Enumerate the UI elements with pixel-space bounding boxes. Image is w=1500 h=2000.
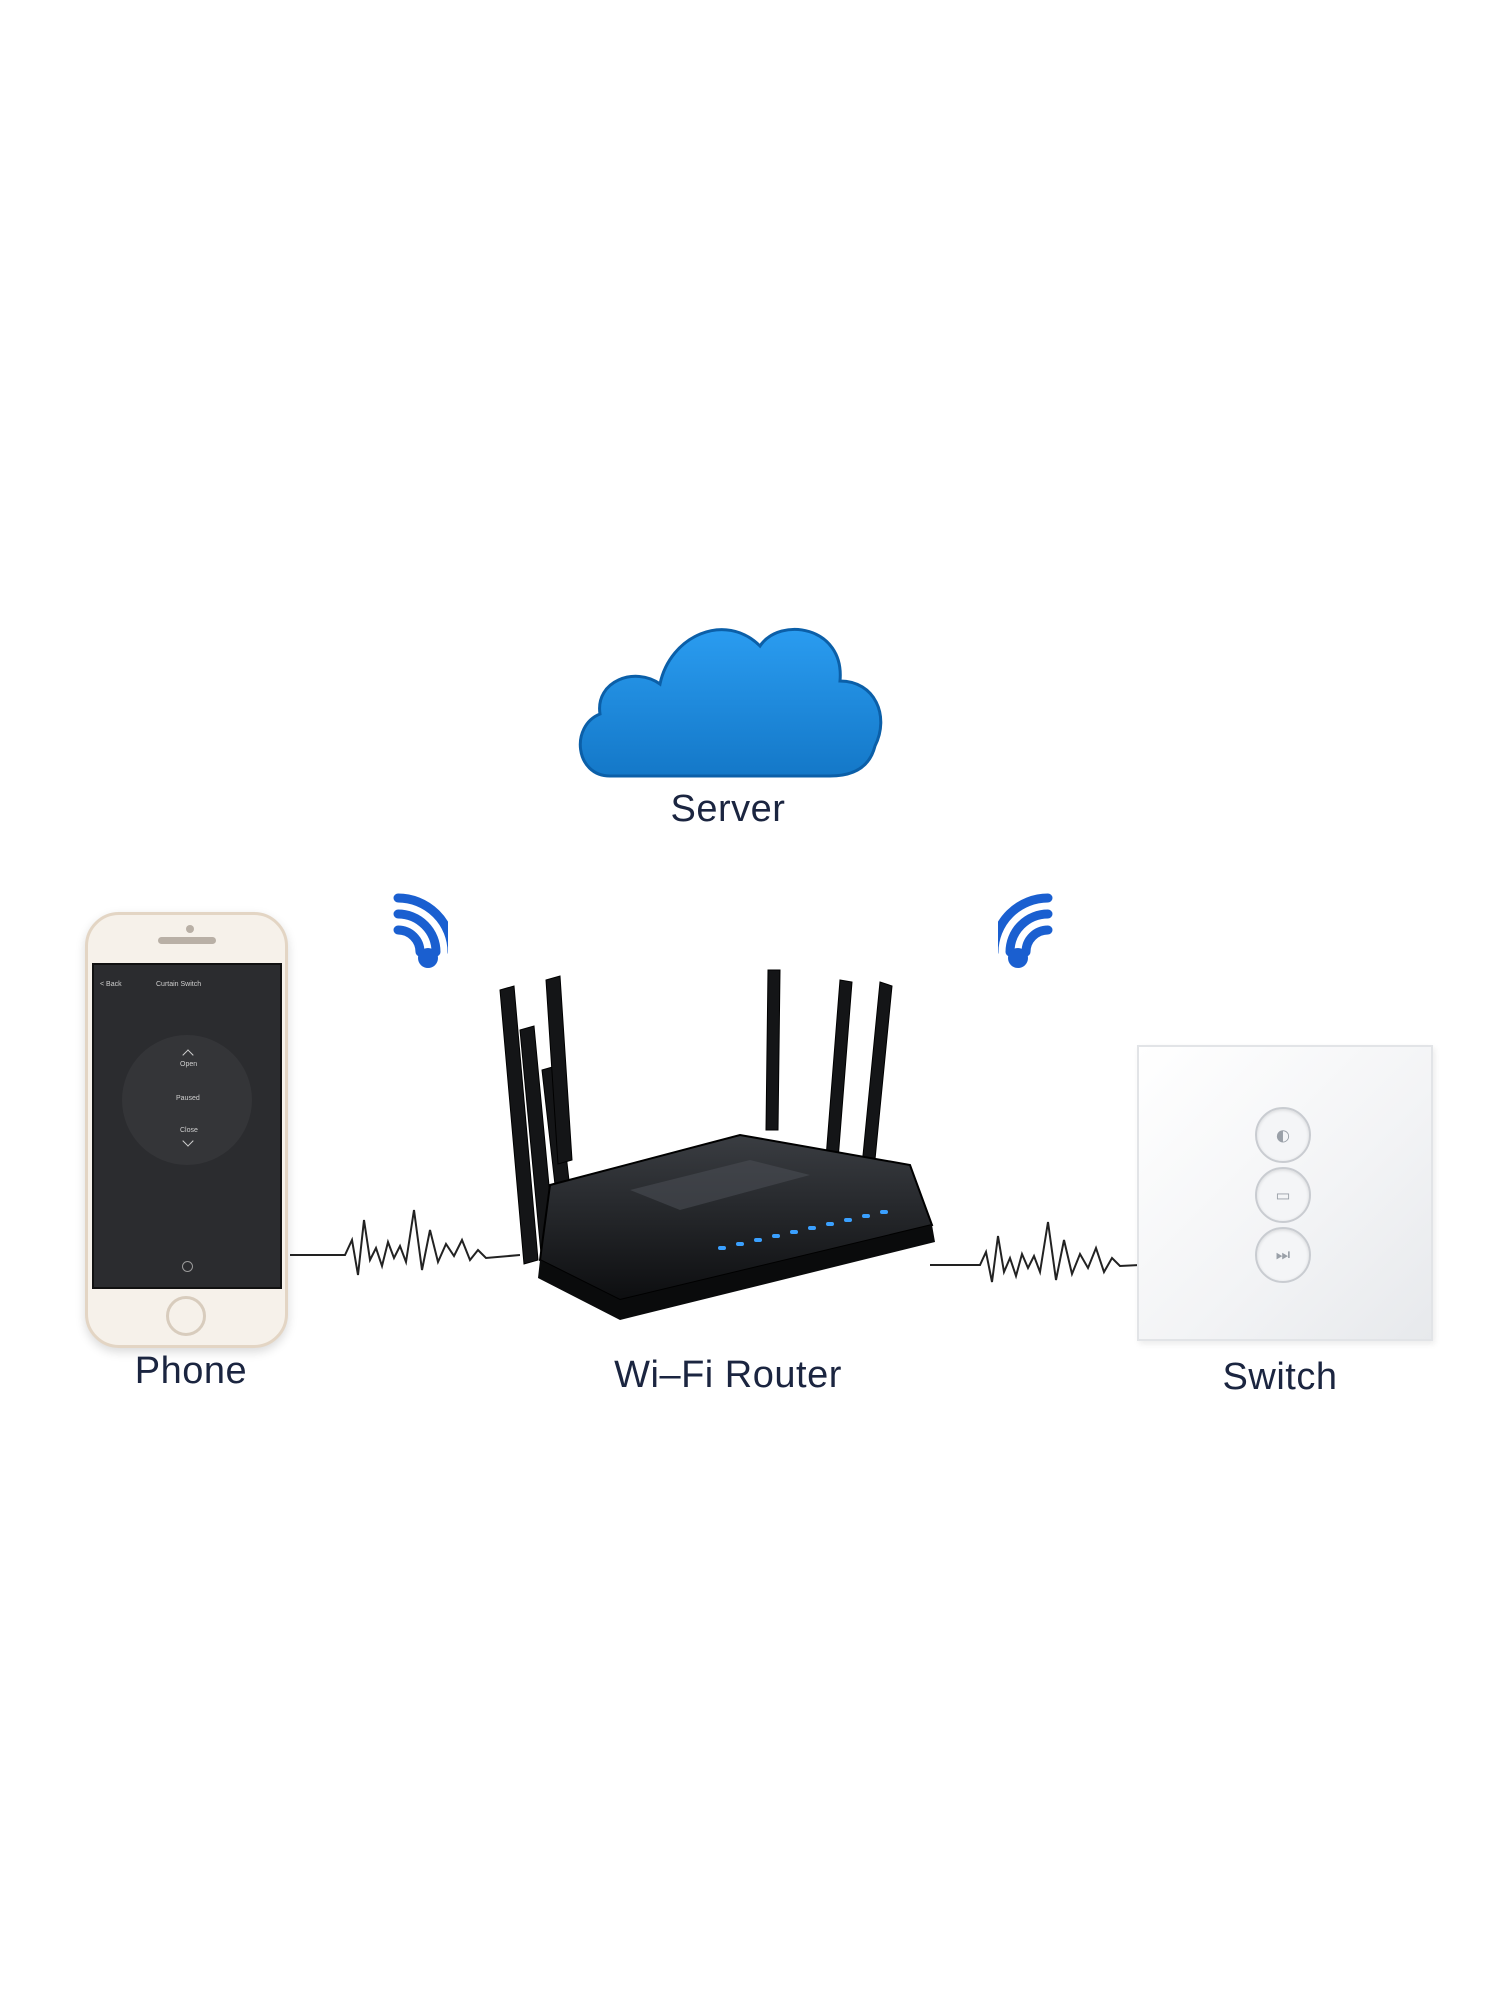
wifi-signal-icon-left bbox=[393, 893, 448, 968]
close-icon: ⏭ bbox=[1275, 1245, 1291, 1264]
phone-open-label: Open bbox=[180, 1061, 198, 1068]
smart-switch-panel: ◐ ▭ ⏭ bbox=[1137, 1045, 1433, 1341]
curtain-control-dial bbox=[122, 1035, 252, 1165]
phone-device: < Back Curtain Switch Open Paused Close bbox=[85, 912, 288, 1348]
phone-close-label: Close bbox=[180, 1127, 198, 1134]
phone-back-link: < Back bbox=[100, 981, 122, 988]
phone-screen-title: Curtain Switch bbox=[156, 981, 202, 988]
switch-open-button: ◐ bbox=[1255, 1107, 1311, 1163]
router-label: Wi–Fi Router bbox=[614, 1354, 842, 1396]
server-label: Server bbox=[670, 788, 786, 830]
phone-camera bbox=[186, 925, 194, 933]
switch-label: Switch bbox=[1222, 1356, 1338, 1398]
wifi-signal-icon-right bbox=[998, 893, 1053, 968]
cloud-icon bbox=[578, 627, 883, 778]
signal-wave-right bbox=[930, 1221, 1140, 1283]
phone-label: Phone bbox=[134, 1350, 248, 1392]
phone-paused-label: Paused bbox=[176, 1095, 200, 1102]
switch-pause-button: ▭ bbox=[1255, 1167, 1311, 1223]
phone-screen: < Back Curtain Switch Open Paused Close bbox=[92, 963, 282, 1289]
wifi-router bbox=[499, 969, 935, 1320]
power-icon bbox=[182, 1261, 193, 1272]
open-icon: ◐ bbox=[1276, 1125, 1290, 1145]
phone-speaker bbox=[158, 937, 216, 944]
switch-close-button: ⏭ bbox=[1255, 1227, 1311, 1283]
pause-icon: ▭ bbox=[1275, 1185, 1291, 1205]
phone-home-button bbox=[166, 1296, 206, 1336]
signal-wave-left bbox=[290, 1209, 520, 1276]
